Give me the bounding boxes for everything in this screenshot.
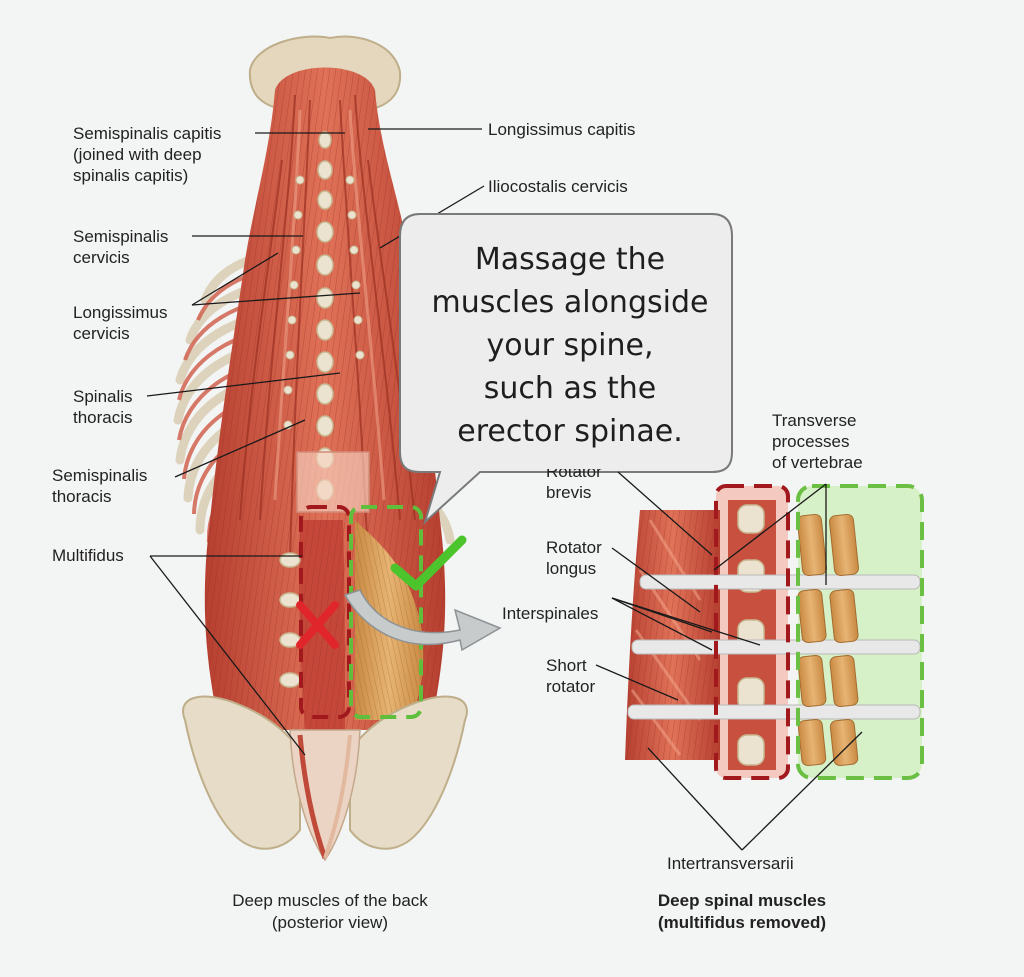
detail-avoid-zone: [714, 484, 790, 780]
check-mark-icon: [390, 535, 467, 591]
ok-zone-dashed: [349, 505, 423, 719]
detail-ok-zone: [796, 484, 924, 780]
label-semispinalis-thoracis: Semispinalis thoracis: [52, 466, 148, 506]
speech-bubble: [399, 213, 733, 526]
detail-leader-lines: [595, 471, 863, 851]
label-semispinalis-cervicis: Semispinalis cervicis: [73, 227, 169, 267]
speech-bubble-text: Massage the muscles alongside your spine…: [431, 242, 709, 449]
label-rotator-longus: Rotator longus: [546, 538, 602, 578]
label-intertransversarii: Intertransversarii: [667, 854, 794, 873]
label-iliocostalis-cervicis: Iliocostalis cervicis: [488, 177, 628, 196]
label-transverse-processes: Transverse processes of vertebrae: [772, 411, 863, 472]
label-rotator-brevis: Rotator brevis: [546, 462, 602, 502]
label-semispinalis-capitis: Semispinalis capitis (joined with deep s…: [73, 124, 222, 185]
sacrum: [289, 729, 361, 862]
label-interspinales: Interspinales: [502, 604, 599, 623]
curved-arrow-icon: [343, 589, 502, 652]
deep-spinal-detail-figure: [625, 484, 924, 780]
pelvis: [182, 695, 301, 850]
back-anatomy-figure: [173, 35, 502, 862]
highlight-square: [296, 451, 370, 513]
label-multifidus: Multifidus: [52, 546, 124, 565]
label-longissimus-capitis: Longissimus capitis: [488, 120, 636, 139]
label-short-rotator: Short rotator: [546, 656, 596, 696]
cross-mark-icon: [296, 601, 339, 649]
label-longissimus-cervicis: Longissimus cervicis: [73, 303, 168, 343]
left-leader-lines: [146, 132, 361, 756]
caption-right: Deep spinal muscles (multifidus removed): [657, 891, 827, 932]
caption-left: Deep muscles of the back (posterior view…: [232, 891, 428, 932]
label-spinalis-thoracis: Spinalis thoracis: [73, 387, 133, 427]
